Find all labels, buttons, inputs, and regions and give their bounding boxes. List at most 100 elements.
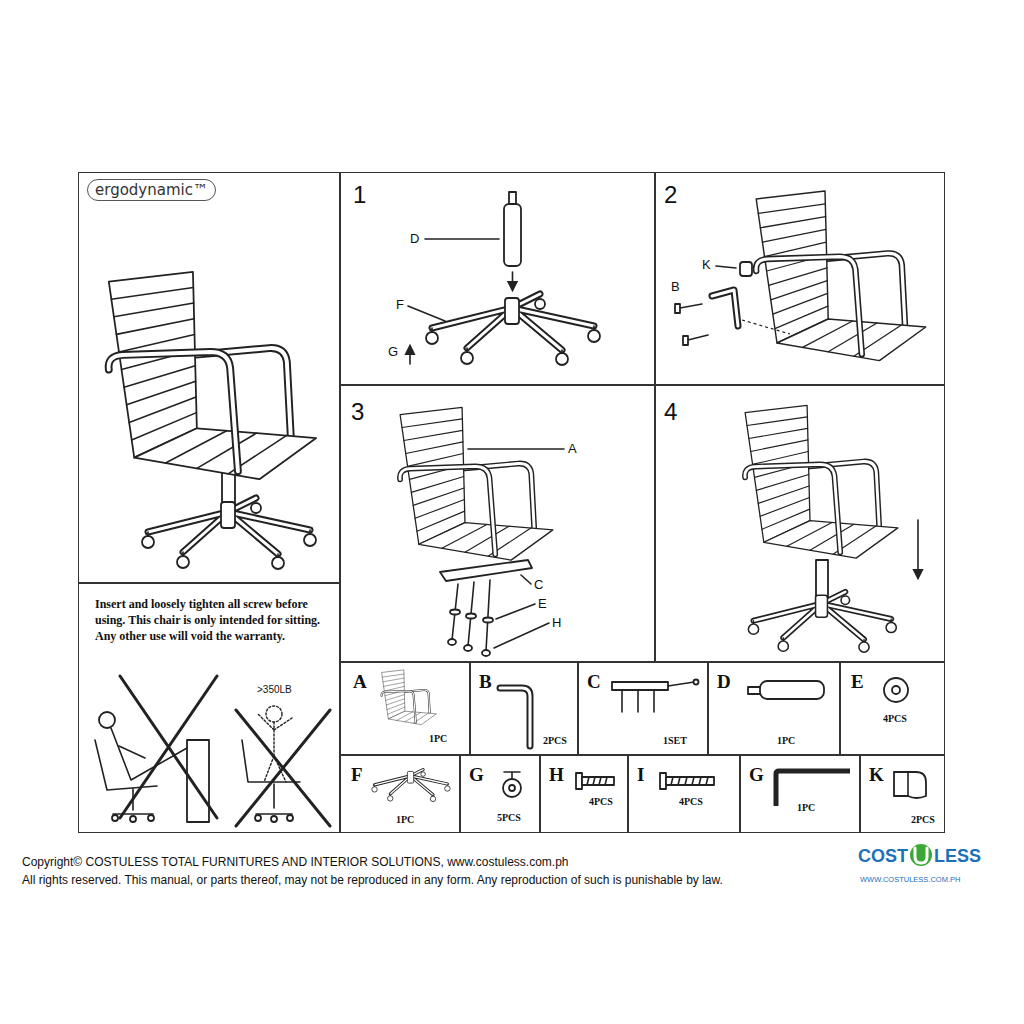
caster (271, 816, 277, 822)
part-mechanism (612, 682, 668, 690)
bolt-head (448, 639, 456, 645)
part-seat (382, 670, 437, 725)
washer (483, 618, 493, 623)
part-quantity: 1PC (797, 802, 815, 813)
chair-base (142, 498, 316, 569)
chair-base (426, 294, 600, 365)
chair-seat (745, 405, 898, 558)
parts-cell: E4PCS (840, 662, 945, 755)
caster (130, 816, 136, 822)
part-quantity: 5PCS (497, 812, 521, 823)
copyright-line: Copyright© COSTULESS TOTAL FURNITURES AN… (22, 855, 569, 869)
lever-knob (694, 680, 699, 685)
part-caster-stem (504, 772, 520, 779)
part-caster (503, 779, 521, 797)
bolt-thread (671, 777, 708, 785)
part-washer-hole (892, 686, 900, 694)
part-cylinder (760, 681, 824, 699)
part-letter: B (479, 671, 492, 693)
leader-line (408, 306, 445, 321)
arrow-down (917, 520, 919, 578)
gas-cylinder (504, 204, 521, 266)
step-number: 3 (351, 398, 364, 426)
part-letter: I (637, 764, 644, 786)
logo-panel: ergodynamic™ (78, 172, 340, 583)
step-panel: 1 (340, 172, 655, 385)
armrest-bracket (712, 290, 738, 326)
step-number: 2 (664, 181, 677, 209)
parts-cell: G 1PC (740, 755, 860, 833)
part-bracket (500, 688, 530, 746)
logo-text: LESS (934, 846, 981, 867)
step-panel: 3 (340, 385, 655, 662)
washer (450, 610, 460, 615)
washer (466, 614, 476, 619)
part-quantity: 1PC (777, 735, 795, 746)
caster (148, 815, 154, 821)
callout-letter: B (671, 279, 680, 294)
leader-line (468, 448, 564, 450)
parts-cell: H4PCS (540, 755, 628, 833)
part-letter: F (351, 764, 363, 786)
logo-text: COST (858, 846, 908, 867)
weight-limit: >350LB (257, 684, 292, 695)
screw-head (683, 336, 688, 345)
part-quantity: 1PC (429, 733, 447, 744)
person-head (99, 712, 115, 728)
callout-letter: G (388, 344, 398, 359)
part-mechanism-bolts (622, 682, 694, 712)
part-bracket (500, 688, 530, 746)
part-letter: G (749, 764, 764, 786)
logo-url: WWW.COSTULESS.COM.PH (860, 875, 960, 884)
chair-seat (756, 191, 926, 361)
bolts (452, 580, 490, 651)
part-letter: G (469, 764, 484, 786)
step-number: 1 (353, 181, 366, 209)
part-quantity: 4PCS (883, 713, 907, 724)
callout-letter: A (568, 441, 577, 456)
parts-cell: C 1SET (578, 662, 708, 755)
part-bolt (666, 777, 714, 785)
part-letter: A (353, 671, 367, 693)
part-base (372, 770, 450, 802)
logo-mark (910, 844, 932, 866)
warning-panel: Insert and loosely tighten all screw bef… (78, 583, 340, 833)
copyright-line: All rights reserved. This manual, or par… (22, 873, 723, 887)
caster (287, 815, 293, 821)
parts-cell: D1PC (708, 662, 840, 755)
caster (255, 815, 261, 821)
parts-cell: K 2PCS (860, 755, 945, 833)
part-letter: C (587, 671, 601, 693)
arrow-up (409, 346, 411, 364)
leader-line (716, 266, 736, 268)
parts-cell: A 1PC (340, 662, 470, 755)
part-quantity: 2PCS (543, 735, 567, 746)
person-head (266, 706, 282, 722)
part-caster-hub (509, 785, 515, 791)
part-quantity: 1PC (396, 814, 414, 825)
gas-column (816, 560, 828, 600)
armrest-cap (740, 262, 752, 276)
callout-letter: F (396, 297, 404, 312)
part-quantity: 4PCS (679, 796, 703, 807)
step-panel: 2 (655, 172, 945, 385)
caster (112, 815, 118, 821)
leader-lines (494, 575, 549, 648)
part-letter: K (869, 764, 884, 786)
part-quantity: 1SET (663, 735, 687, 746)
leader-line (425, 238, 499, 240)
logo-mark-glyph (915, 848, 927, 863)
callout-letter: E (538, 596, 547, 611)
parts-cell: F 1PC (340, 755, 460, 833)
recline-warning (95, 676, 217, 822)
prohibited-cross (236, 710, 330, 826)
callout-letter: C (534, 577, 543, 592)
callout-letter: K (702, 257, 711, 272)
part-washer (884, 678, 908, 702)
step-number: 4 (664, 398, 677, 426)
assembly-guide (742, 320, 790, 334)
part-quantity: 2PCS (911, 814, 935, 825)
part-quantity: 4PCS (589, 796, 613, 807)
part-bolt (582, 777, 614, 785)
